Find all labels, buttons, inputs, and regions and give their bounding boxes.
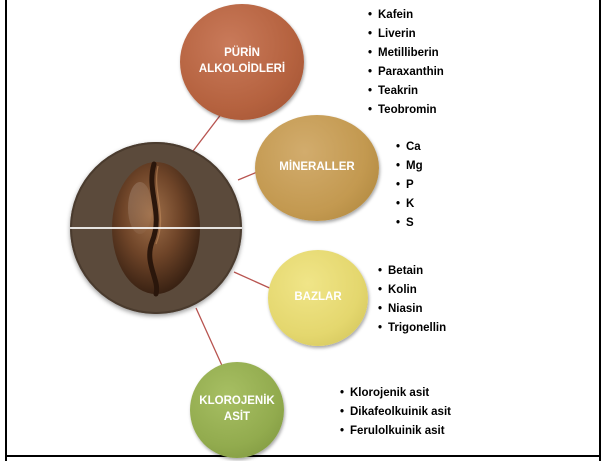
bubble-purin-label: PÜRİN ALKOLOİDLERİ	[199, 46, 285, 77]
list-klorojenik-asit: Klorojenik asit Dikafeolkuinik asit Feru…	[340, 384, 451, 441]
coffee-bean-icon	[70, 142, 242, 314]
list-item: Teobromin	[368, 101, 444, 120]
list-item: Dikafeolkuinik asit	[340, 403, 451, 422]
list-item: Niasin	[378, 300, 446, 319]
bubble-bazlar-label: BAZLAR	[294, 290, 341, 306]
bubble-mineraller: MİNERALLER	[255, 115, 379, 221]
list-item: Klorojenik asit	[340, 384, 451, 403]
list-item: Metilliberin	[368, 44, 444, 63]
bubble-bazlar: BAZLAR	[268, 250, 368, 346]
connector-kloro	[196, 308, 224, 370]
list-bazlar: Betain Kolin Niasin Trigonellin	[378, 262, 446, 338]
list-item: Mg	[396, 157, 423, 176]
list-item: K	[396, 195, 423, 214]
list-purin-alkoloidleri: Kafein Liverin Metilliberin Paraxanthin …	[368, 6, 444, 120]
list-item: S	[396, 214, 423, 233]
list-item: P	[396, 176, 423, 195]
list-item: Paraxanthin	[368, 63, 444, 82]
list-item: Ferulolkuinik asit	[340, 422, 451, 441]
list-mineraller: Ca Mg P K S	[396, 138, 423, 233]
list-item: Ca	[396, 138, 423, 157]
list-item: Kolin	[378, 281, 446, 300]
bubble-purin-alkoloidleri: PÜRİN ALKOLOİDLERİ	[180, 4, 304, 120]
bubble-kloro-label: KLOROJENİK ASİT	[199, 394, 274, 425]
coffee-bean-image	[70, 142, 242, 314]
bubble-klorojenik-asit: KLOROJENİK ASİT	[190, 362, 284, 458]
list-item: Kafein	[368, 6, 444, 25]
list-item: Liverin	[368, 25, 444, 44]
list-item: Trigonellin	[378, 319, 446, 338]
bubble-mineral-label: MİNERALLER	[279, 160, 354, 176]
list-item: Teakrin	[368, 82, 444, 101]
list-item: Betain	[378, 262, 446, 281]
